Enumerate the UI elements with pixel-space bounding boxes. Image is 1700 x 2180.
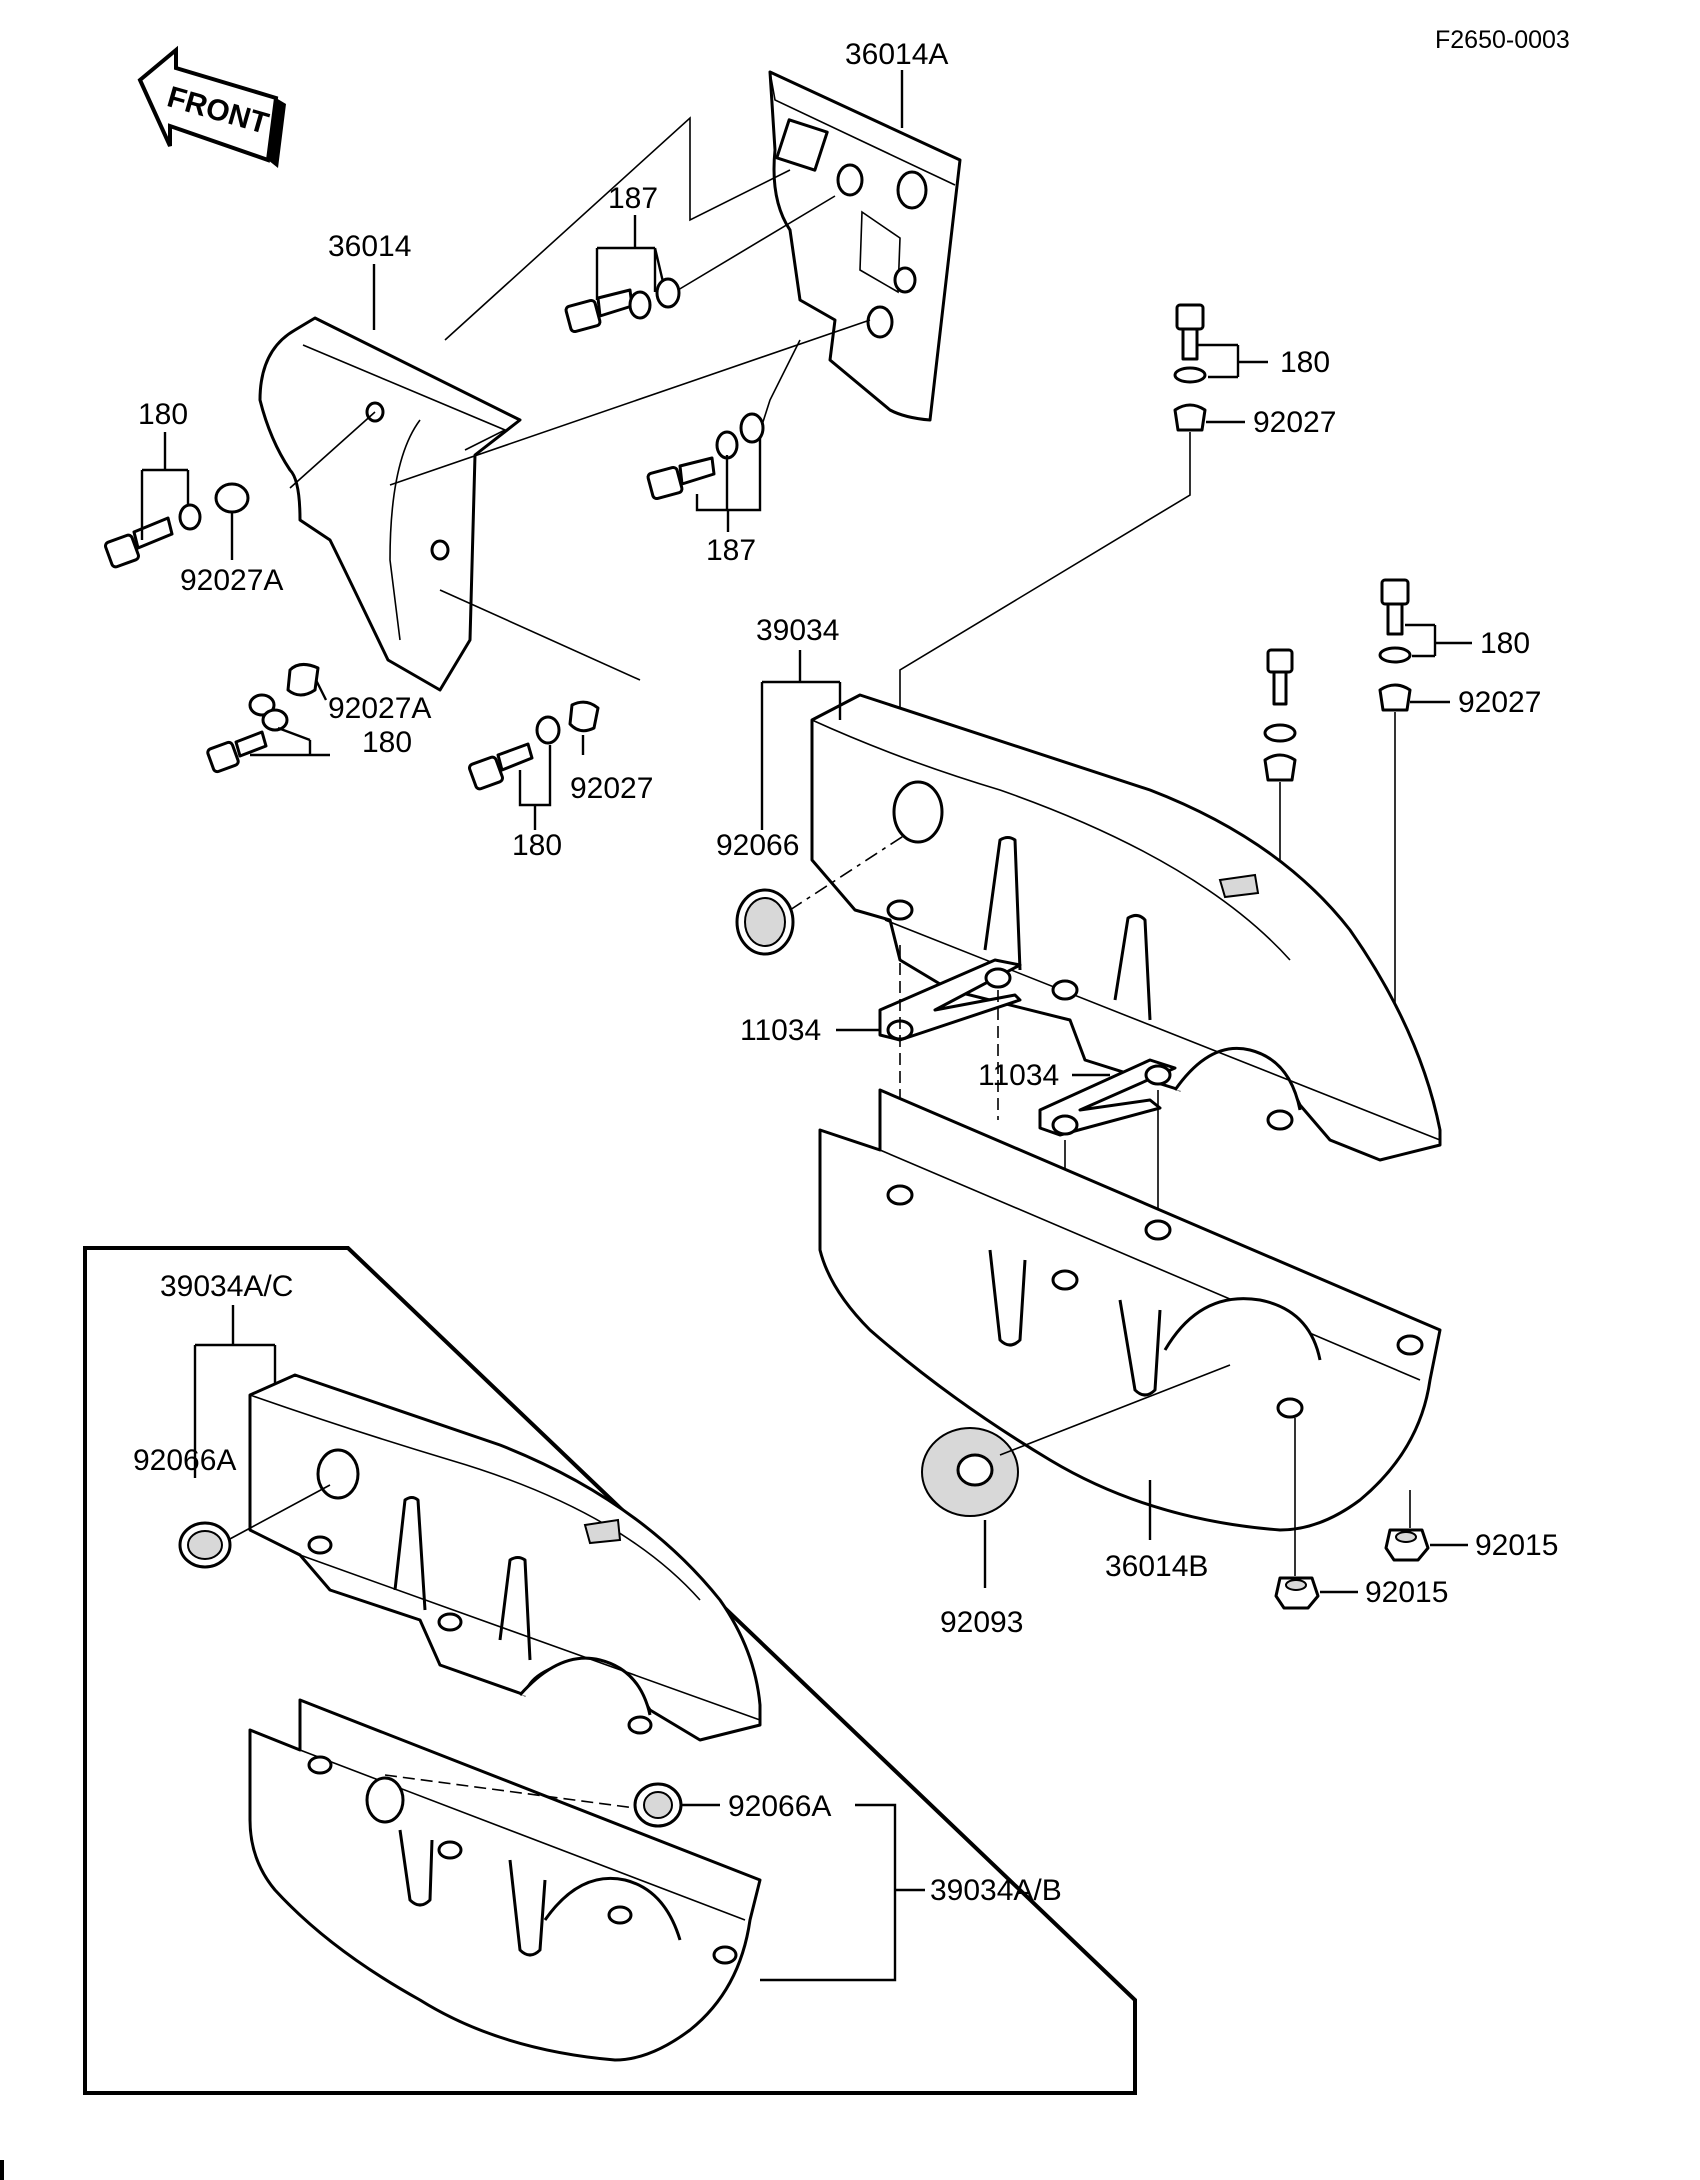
inset-frame <box>83 1246 1137 2095</box>
part-label-92066A-upper: 92066A <box>133 1444 236 1477</box>
part-label-92066A-lower: 92066A <box>728 1790 831 1823</box>
nut-92015-upper <box>1384 1528 1430 1562</box>
part-label-92027-right-mid: 92027 <box>1458 686 1541 719</box>
side-cover-36014 <box>258 316 522 692</box>
bolt-180-right-mid <box>1378 578 1412 712</box>
part-label-92027A-left: 92027A <box>180 564 283 597</box>
part-label-36014A: 36014A <box>845 38 948 71</box>
plug-92066A-lower <box>633 1782 683 1828</box>
part-label-36014B: 36014B <box>1105 1550 1208 1583</box>
part-label-180-right-mid: 180 <box>1480 627 1530 660</box>
gasket-11034-right <box>1038 1058 1177 1137</box>
chain-case-39034AB <box>248 1698 762 2062</box>
nut-92015-lower <box>1274 1576 1320 1610</box>
chain-case-36014B <box>818 1088 1442 1532</box>
part-label-39034AC: 39034A/C <box>160 1270 293 1303</box>
part-label-36014: 36014 <box>328 230 411 263</box>
part-label-11034-right: 11034 <box>978 1059 1059 1092</box>
figure-code: F2650-0003 <box>1435 26 1570 54</box>
bolt-180-right-top <box>1173 303 1207 432</box>
part-label-180-mid-left: 180 <box>362 726 412 759</box>
part-label-92027-right-top: 92027 <box>1253 406 1336 439</box>
chain-case-39034AC <box>248 1373 762 1742</box>
chain-case-39034 <box>810 693 1442 1162</box>
scan-edge-mark <box>0 2160 4 2180</box>
bolt-180-left <box>104 482 250 569</box>
seal-92093 <box>921 1427 1019 1517</box>
plug-92066 <box>735 888 795 956</box>
part-label-92015-lower: 92015 <box>1365 1576 1448 1609</box>
part-label-187-bottom: 187 <box>706 534 756 567</box>
plug-92066A-upper <box>178 1521 232 1569</box>
part-label-180-left: 180 <box>138 398 188 431</box>
part-label-92093: 92093 <box>940 1606 1023 1639</box>
part-label-92027-mid: 92027 <box>570 772 653 805</box>
bolt-187-upper <box>564 195 836 334</box>
part-label-39034: 39034 <box>756 614 839 647</box>
bolt-stack-middle <box>1263 648 1297 782</box>
part-label-11034-left: 11034 <box>740 1014 821 1047</box>
part-label-39034AB: 39034A/B <box>930 1874 1062 1907</box>
bolt-180-mid-left <box>206 663 320 774</box>
front-arrow-icon: FRONT <box>137 45 286 168</box>
bracket-36014A <box>768 70 962 422</box>
part-label-187-top: 187 <box>608 182 658 215</box>
part-label-180-right-top: 180 <box>1280 346 1330 379</box>
bolt-180-mid <box>468 700 600 791</box>
part-label-92066: 92066 <box>716 829 799 862</box>
part-label-180-mid-bottom: 180 <box>512 829 562 862</box>
part-label-92015-upper: 92015 <box>1475 1529 1558 1562</box>
part-label-92027A-mid: 92027A <box>328 692 431 725</box>
bolt-187-lower <box>646 339 801 501</box>
